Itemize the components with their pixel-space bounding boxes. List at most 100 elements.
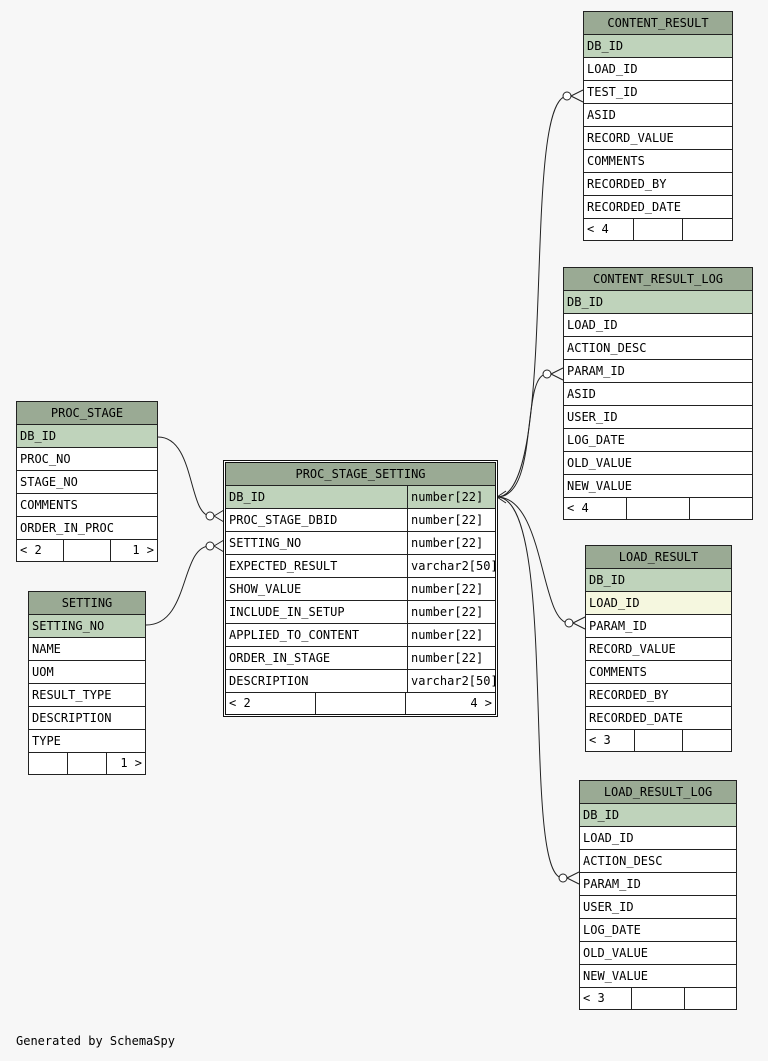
column-name: PARAM_ID	[567, 364, 625, 378]
column-row[interactable]: PROC_NO	[17, 448, 157, 471]
column-row[interactable]: ACTION_DESC	[564, 337, 752, 360]
column-row[interactable]: RECORDED_DATE	[586, 707, 731, 730]
column-row[interactable]: DB_ID	[584, 35, 732, 58]
column-row[interactable]: COMMENTS	[17, 494, 157, 517]
footer-cell	[627, 498, 690, 519]
column-name: LOG_DATE	[567, 433, 625, 447]
footer-cell	[68, 753, 107, 774]
column-name: RECORDED_DATE	[587, 200, 681, 214]
column-row[interactable]: LOAD_ID	[564, 314, 752, 337]
footer-cell	[64, 540, 111, 561]
column-row[interactable]: SETTING_NO number[22]	[226, 532, 495, 555]
column-row[interactable]: RECORD_VALUE	[584, 127, 732, 150]
column-name: USER_ID	[583, 900, 634, 914]
column-type: number[22]	[407, 532, 495, 554]
column-name: TYPE	[32, 734, 61, 748]
column-name: RECORD_VALUE	[589, 642, 676, 656]
column-name: DB_ID	[589, 573, 626, 587]
column-row[interactable]: USER_ID	[580, 896, 736, 919]
table-title[interactable]: LOAD_RESULT_LOG	[580, 781, 736, 804]
column-name: RECORD_VALUE	[587, 131, 674, 145]
column-row[interactable]: LOG_DATE	[580, 919, 736, 942]
column-row[interactable]: UOM	[29, 661, 145, 684]
column-row[interactable]: SETTING_NO	[29, 615, 145, 638]
footer-cell	[316, 693, 406, 714]
column-row[interactable]: USER_ID	[564, 406, 752, 429]
column-row[interactable]: RECORDED_BY	[586, 684, 731, 707]
column-row[interactable]: RECORDED_BY	[584, 173, 732, 196]
column-row[interactable]: ASID	[564, 383, 752, 406]
column-name: ACTION_DESC	[583, 854, 663, 868]
column-row[interactable]: TEST_ID	[584, 81, 732, 104]
column-row[interactable]: RECORDED_DATE	[584, 196, 732, 219]
column-row[interactable]: RECORD_VALUE	[586, 638, 731, 661]
column-row[interactable]: NAME	[29, 638, 145, 661]
table-title[interactable]: SETTING	[29, 592, 145, 615]
table-content-result[interactable]: CONTENT_RESULT DB_ID LOAD_ID TEST_ID ASID REC…	[583, 11, 733, 241]
table-title[interactable]: LOAD_RESULT	[586, 546, 731, 569]
column-name: TEST_ID	[587, 85, 638, 99]
column-row[interactable]: STAGE_NO	[17, 471, 157, 494]
column-row[interactable]: DB_ID	[564, 291, 752, 314]
table-footer: < 3	[586, 730, 731, 751]
child-count	[683, 219, 732, 240]
column-row[interactable]: LOAD_ID	[580, 827, 736, 850]
column-row[interactable]: PARAM_ID	[586, 615, 731, 638]
footer-cell	[634, 219, 684, 240]
column-row[interactable]: RESULT_TYPE	[29, 684, 145, 707]
column-name: SHOW_VALUE	[229, 582, 302, 596]
column-row[interactable]: OLD_VALUE	[580, 942, 736, 965]
table-title[interactable]: CONTENT_RESULT_LOG	[564, 268, 752, 291]
child-count: 1 >	[132, 543, 154, 557]
column-row[interactable]: ASID	[584, 104, 732, 127]
column-row[interactable]: ORDER_IN_PROC	[17, 517, 157, 540]
column-name: SETTING_NO	[229, 536, 302, 550]
table-title[interactable]: PROC_STAGE_SETTING	[226, 463, 495, 486]
column-name: DB_ID	[587, 39, 624, 53]
column-name: RECORDED_DATE	[589, 711, 683, 725]
column-row[interactable]: LOAD_ID	[584, 58, 732, 81]
column-row[interactable]: LOAD_ID	[586, 592, 731, 615]
optional-marker	[558, 873, 568, 883]
column-name: DB_ID	[20, 429, 57, 443]
column-row[interactable]: OLD_VALUE	[564, 452, 752, 475]
column-row[interactable]: NEW_VALUE	[564, 475, 752, 498]
column-row[interactable]: COMMENTS	[584, 150, 732, 173]
column-row[interactable]: NEW_VALUE	[580, 965, 736, 988]
table-footer: < 3	[580, 988, 736, 1009]
column-row[interactable]: DB_ID	[586, 569, 731, 592]
column-row[interactable]: DB_ID	[17, 425, 157, 448]
column-name: COMMENTS	[589, 665, 647, 679]
column-row[interactable]: ACTION_DESC	[580, 850, 736, 873]
column-name: DB_ID	[567, 295, 604, 309]
column-row[interactable]: LOG_DATE	[564, 429, 752, 452]
column-row[interactable]: DB_ID	[580, 804, 736, 827]
optional-marker	[564, 618, 574, 628]
parent-count: < 3	[580, 988, 633, 1009]
edge-to-content-result-log	[496, 373, 548, 498]
column-row[interactable]: DESCRIPTION	[29, 707, 145, 730]
table-title[interactable]: PROC_STAGE	[17, 402, 157, 425]
column-row[interactable]: PARAM_ID	[580, 873, 736, 896]
edge-proc-stage-to-setting	[157, 436, 211, 517]
table-title[interactable]: CONTENT_RESULT	[584, 12, 732, 35]
column-row[interactable]: PARAM_ID	[564, 360, 752, 383]
column-row[interactable]: TYPE	[29, 730, 145, 753]
column-row[interactable]: COMMENTS	[586, 661, 731, 684]
column-type: number[22]	[407, 647, 495, 669]
